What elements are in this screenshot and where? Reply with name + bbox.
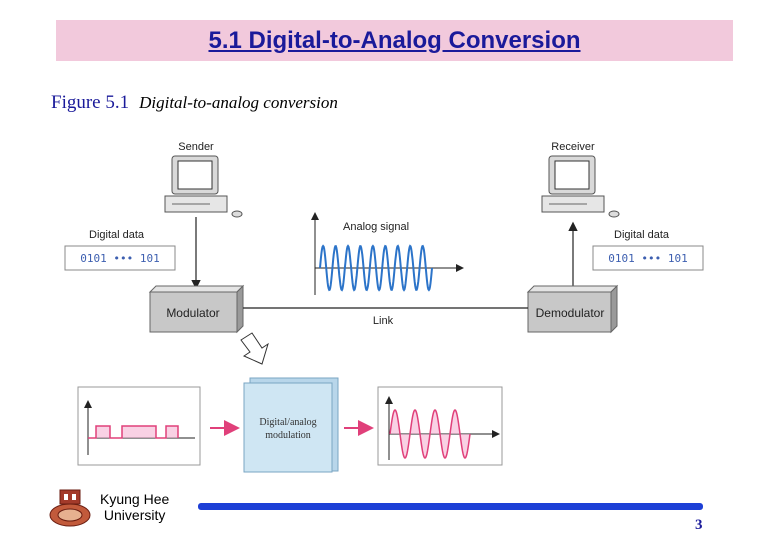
modulator-label: Modulator	[166, 306, 219, 320]
process-box-line1: Digital/analog	[259, 417, 316, 428]
university-name: Kyung Hee University	[100, 491, 169, 523]
link-label: Link	[373, 315, 394, 327]
university-logo-icon	[48, 488, 92, 528]
receiver-computer-icon	[542, 156, 619, 217]
page-number: 3	[695, 517, 703, 534]
receiver-label: Receiver	[551, 141, 595, 153]
footer-accent-bar	[198, 503, 703, 510]
bits-right: 0101 ••• 101	[608, 252, 687, 265]
digital-data-label-left: Digital data	[89, 229, 145, 241]
digital-data-label-right: Digital data	[614, 229, 670, 241]
demodulator-label: Demodulator	[536, 306, 605, 320]
bits-left: 0101 ••• 101	[80, 252, 159, 265]
process-box-line2: modulation	[265, 430, 311, 441]
university-line1: Kyung Hee	[100, 491, 169, 507]
zoom-arrow-icon	[241, 333, 268, 364]
sender-computer-icon	[165, 156, 242, 217]
university-line2: University	[100, 507, 169, 523]
sender-label: Sender	[178, 141, 214, 153]
analog-signal-label: Analog signal	[343, 221, 409, 233]
